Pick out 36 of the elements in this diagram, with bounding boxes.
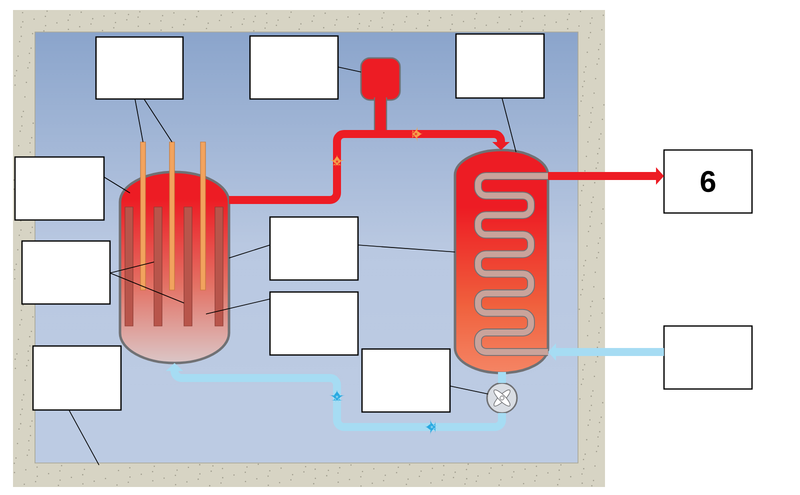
answer-box xyxy=(455,33,545,99)
leader-line xyxy=(110,272,184,304)
leader-line xyxy=(450,386,488,394)
label-box: 6 xyxy=(663,149,753,214)
leader-line xyxy=(68,410,100,466)
pipe xyxy=(166,363,506,435)
leader-line xyxy=(206,298,270,314)
answer-box xyxy=(32,345,122,411)
answer-box xyxy=(663,325,753,390)
leader-line xyxy=(338,66,362,72)
fuel-rod xyxy=(154,206,162,326)
answer-box xyxy=(269,291,359,356)
leader-line xyxy=(134,98,144,142)
answer-box xyxy=(249,35,339,100)
coolant-pump xyxy=(486,382,518,414)
answer-box xyxy=(361,348,451,413)
steam-generator xyxy=(454,148,550,374)
pressurizer xyxy=(360,57,401,132)
fuel-rod xyxy=(214,206,224,326)
fuel-rod xyxy=(124,206,134,326)
leader-line xyxy=(144,98,172,142)
control-rod xyxy=(169,142,175,290)
leader-line xyxy=(358,244,456,252)
leader-line xyxy=(110,262,154,274)
answer-box xyxy=(269,216,359,281)
leader-line xyxy=(104,176,130,194)
leader-line xyxy=(228,244,270,258)
answer-box xyxy=(95,36,184,100)
answer-box xyxy=(21,240,111,305)
leader-line xyxy=(502,98,516,152)
control-rod xyxy=(140,142,146,290)
control-rod xyxy=(200,142,206,290)
pipe xyxy=(229,126,510,204)
pipe xyxy=(498,372,506,383)
fuel-rod xyxy=(184,206,192,326)
answer-box xyxy=(14,156,105,221)
